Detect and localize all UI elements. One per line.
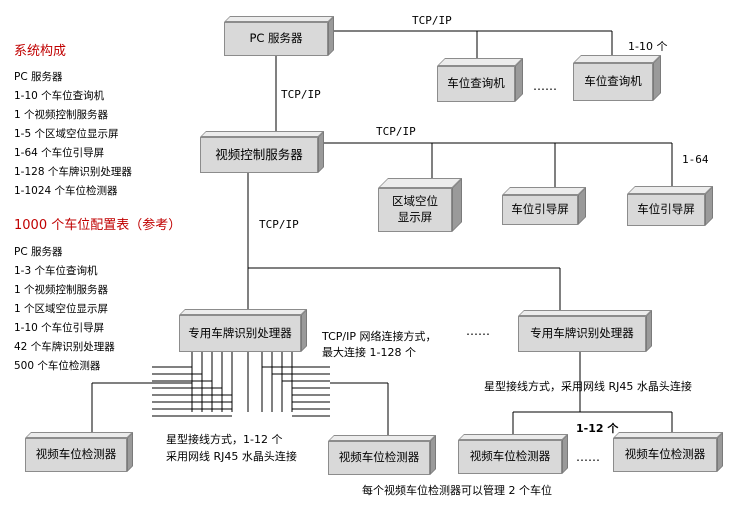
list-item: 42 个车牌识别处理器 bbox=[14, 341, 115, 353]
video-detector-label: 视频车位检测器 bbox=[25, 438, 127, 472]
network-mode-note: TCP/IP 网络连接方式， 最大连接 1-128 个 bbox=[322, 329, 436, 361]
list-item: 1-128 个车牌识别处理器 bbox=[14, 166, 132, 178]
detector-ellipsis: …… bbox=[576, 450, 600, 464]
range-1-12-right-label: 1-12 个 bbox=[576, 422, 619, 435]
config-table-title: 1000 个车位配置表（参考） bbox=[14, 218, 182, 233]
video-detector-label: 视频车位检测器 bbox=[328, 441, 430, 475]
list-item: 1 个视频控制服务器 bbox=[14, 109, 109, 121]
system-composition-list: PC 服务器 1-10 个车位查询机 1 个视频控制服务器 1-5 个区域空位显… bbox=[14, 68, 132, 201]
network-mode-line2: 最大连接 1-128 个 bbox=[322, 346, 416, 359]
star-wiring-left-note: 星型接线方式，1-12 个 采用网线 RJ45 水晶头连接 bbox=[166, 431, 297, 465]
tcpip-pc-video-label: TCP/IP bbox=[281, 88, 321, 101]
network-mode-line1: TCP/IP 网络连接方式， bbox=[322, 330, 437, 343]
tcpip-down-label: TCP/IP bbox=[259, 218, 299, 231]
star-wiring-left-line2: 采用网线 RJ45 水晶头连接 bbox=[166, 450, 297, 463]
video-control-server-label: 视频控制服务器 bbox=[200, 137, 318, 173]
system-composition-title: 系统构成 bbox=[14, 44, 67, 59]
kiosk-ellipsis: …… bbox=[533, 79, 557, 93]
tcpip-top-label: TCP/IP bbox=[412, 14, 452, 27]
guide-screen-label: 车位引导屏 bbox=[502, 195, 578, 225]
guide-screen-label: 车位引导屏 bbox=[627, 194, 705, 226]
config-table-list: PC 服务器 1-3 个车位查询机 1 个视频控制服务器 1 个区域空位显示屏 … bbox=[14, 243, 115, 376]
list-item: PC 服务器 bbox=[14, 246, 63, 258]
tcpip-video-out-label: TCP/IP bbox=[376, 125, 416, 138]
footer-note: 每个视频车位检测器可以管理 2 个车位 bbox=[362, 484, 552, 497]
query-kiosk-label: 车位查询机 bbox=[437, 66, 515, 102]
star-wiring-left-line1: 星型接线方式，1-12 个 bbox=[166, 433, 283, 446]
list-item: 1-5 个区域空位显示屏 bbox=[14, 128, 119, 140]
list-item: 1 个区域空位显示屏 bbox=[14, 303, 109, 315]
lpr-ellipsis: …… bbox=[466, 324, 490, 338]
query-kiosk-label: 车位查询机 bbox=[573, 63, 653, 101]
list-item: 1-3 个车位查询机 bbox=[14, 265, 98, 277]
lpr-processor-label: 专用车牌识别处理器 bbox=[518, 316, 646, 352]
video-detector-label: 视频车位检测器 bbox=[613, 438, 717, 472]
area-display-label: 区域空位 显示屏 bbox=[378, 188, 452, 232]
range-1-64-label: 1-64 bbox=[682, 153, 709, 166]
range-1-10-label: 1-10 个 bbox=[628, 40, 668, 53]
star-wiring-right-note: 星型接线方式，采用网线 RJ45 水晶头连接 bbox=[484, 380, 692, 393]
list-item: 1-10 个车位查询机 bbox=[14, 90, 105, 102]
list-item: 1-10 个车位引导屏 bbox=[14, 322, 105, 334]
pc-server-label: PC 服务器 bbox=[224, 22, 328, 56]
list-item: 1 个视频控制服务器 bbox=[14, 284, 109, 296]
lpr-processor-label: 专用车牌识别处理器 bbox=[179, 315, 301, 352]
list-item: PC 服务器 bbox=[14, 71, 63, 83]
video-detector-label: 视频车位检测器 bbox=[458, 440, 562, 474]
list-item: 500 个车位检测器 bbox=[14, 360, 101, 372]
list-item: 1-64 个车位引导屏 bbox=[14, 147, 105, 159]
list-item: 1-1024 个车位检测器 bbox=[14, 185, 118, 197]
